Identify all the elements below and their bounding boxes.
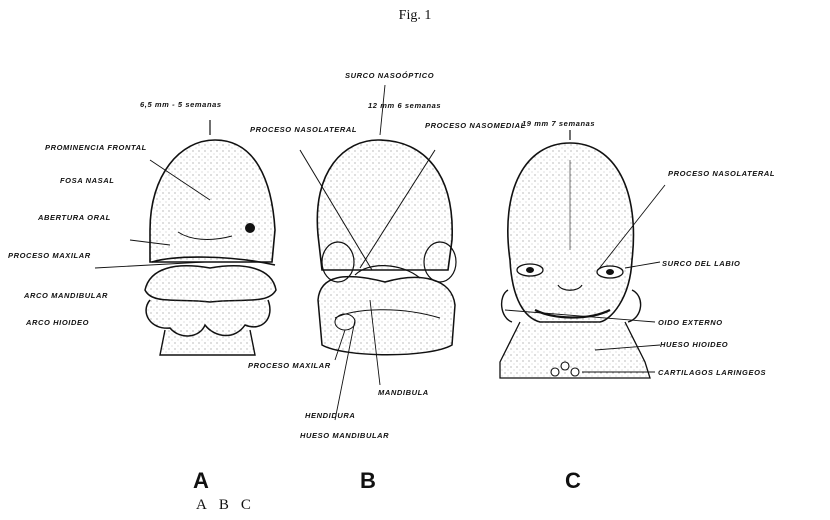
panel-a-label-fosa-nasal: FOSA NASAL [60, 176, 114, 185]
panel-a-stage-label: 6,5 mm - 5 semanas [140, 100, 222, 109]
panel-c-label-hueso-hioideo: HUESO HIOIDEO [660, 340, 728, 349]
panel-b-label-mandibula: MANDIBULA [378, 388, 429, 397]
panel-a-label-prominencia-frontal: PROMINENCIA FRONTAL [45, 143, 147, 152]
panel-a-drawing [95, 120, 276, 355]
footer-letter-a: A [196, 497, 207, 513]
panel-b-label-hendidura: HENDIDURA [305, 411, 355, 420]
panel-b-label-proceso-maxilar: PROCESO MAXILAR [248, 361, 331, 370]
footer-letter-b: B [219, 497, 229, 513]
panel-c-label-oido-externo: OIDO EXTERNO [658, 318, 723, 327]
panel-b-letter: B [360, 468, 376, 493]
panel-a-label-arco-mandibular: ARCO MANDIBULAR [23, 291, 108, 300]
panel-b-label-hueso-mandibular: HUESO MANDIBULAR [300, 431, 389, 440]
panel-c-letter: C [565, 468, 581, 493]
panel-c-label-cartilagos-laringeos: CARTILAGOS LARINGEOS [658, 368, 766, 377]
panel-b-label-proceso-nasolateral: PROCESO NASOLATERAL [250, 125, 357, 134]
footer-letter-c: C [241, 497, 251, 513]
panel-c-label-surco-del-labio: SURCO DEL LABIO [662, 259, 740, 268]
panel-c-stage-label: 19 mm 7 semanas [522, 119, 595, 128]
panel-b-label-proceso-nasomedial: PROCESO NASOMEDIAL [425, 121, 526, 130]
panel-c-drawing [500, 130, 665, 378]
panel-a-label-proceso-maxilar: PROCESO MAXILAR [8, 251, 91, 260]
panel-c-label-proceso-nasolateral: PROCESO NASOLATERAL [668, 169, 775, 178]
panel-a-letter: A [193, 468, 209, 493]
panel-a-label-abertura-oral: ABERTURA ORAL [37, 213, 111, 222]
panel-b-stage-label: 12 mm 6 semanas [368, 101, 441, 110]
panel-a-label-arco-hioideo: ARCO HIOIDEO [25, 318, 89, 327]
panel-b-label-surco-nasooptico: SURCO NASOÓPTICO [345, 71, 434, 80]
